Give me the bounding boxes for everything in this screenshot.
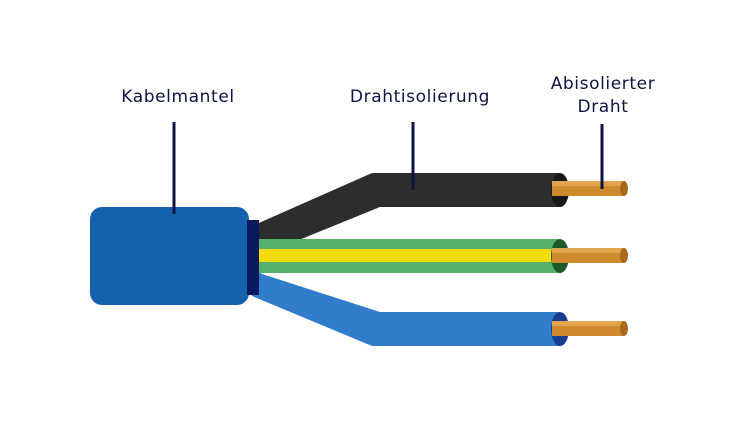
wire-green-yellow-stripe bbox=[252, 249, 560, 262]
label-stripped-wire-line2: Draht bbox=[577, 97, 629, 117]
wire-blue-insulation bbox=[252, 266, 560, 346]
stripped-wire-middle bbox=[552, 248, 628, 263]
label-stripped-wire-line1: Abisolierter bbox=[550, 74, 656, 94]
label-stripped-wire: Abisolierter Draht bbox=[524, 73, 682, 119]
cable-jacket-collar bbox=[247, 220, 259, 295]
cable-jacket bbox=[90, 207, 249, 305]
stripped-wire-bottom bbox=[552, 321, 628, 336]
label-cable-jacket: Kabelmantel bbox=[121, 87, 235, 107]
stripped-wire-top bbox=[552, 181, 628, 196]
wire-black-insulation bbox=[252, 173, 560, 255]
label-wire-insulation: Drahtisolierung bbox=[349, 87, 491, 107]
